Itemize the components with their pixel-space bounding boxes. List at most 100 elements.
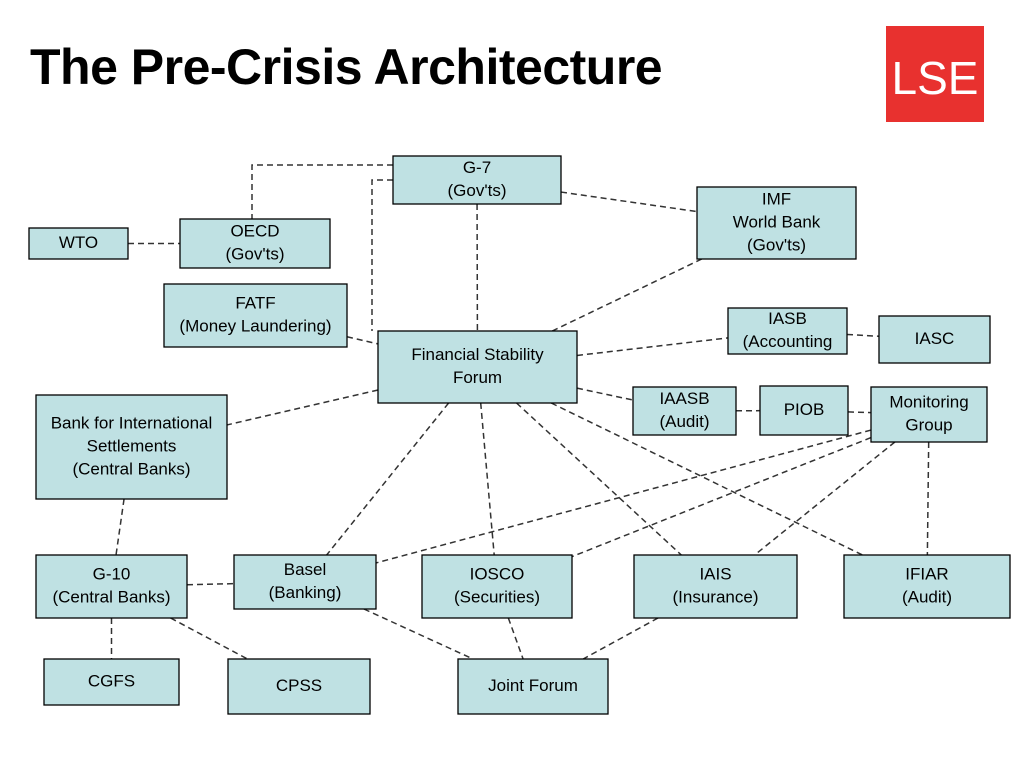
node-monitoring-group-label: Group xyxy=(905,415,952,434)
lse-logo: LSE xyxy=(886,26,984,122)
connector-mg-iais xyxy=(754,441,896,556)
node-cgfs: CGFS xyxy=(43,658,180,706)
node-iasc-box xyxy=(878,315,991,364)
connector-fsf-iais xyxy=(516,402,682,556)
node-g7-box xyxy=(392,155,562,205)
node-fatf: FATF (Money Laundering) xyxy=(163,283,348,348)
node-monitoring-group-box xyxy=(870,386,988,443)
node-imf-world-bank-box xyxy=(696,186,857,260)
node-basel-box xyxy=(233,554,377,610)
node-cpss-box xyxy=(227,658,371,715)
connector-iais-jf xyxy=(582,617,659,660)
node-wto-label: WTO xyxy=(59,233,98,252)
node-bis-label: (Central Banks) xyxy=(72,459,190,478)
node-iaasb-label: (Audit) xyxy=(659,412,709,431)
node-basel: Basel(Banking) xyxy=(233,554,377,610)
node-iaasb: IAASB (Audit) xyxy=(632,386,737,436)
connector-iosco-jf xyxy=(507,617,524,660)
node-oecd: OECD (Gov'ts) xyxy=(179,218,331,269)
node-iais-label: (Insurance) xyxy=(673,587,759,606)
node-iais: IAIS (Insurance) xyxy=(633,554,798,619)
connector-g7-oecd xyxy=(251,164,393,219)
node-piob: PIOB xyxy=(759,385,849,436)
node-piob-label: PIOB xyxy=(784,400,825,419)
node-g10-label: (Central Banks) xyxy=(52,587,170,606)
node-wto: WTO xyxy=(28,227,129,260)
slide-title: The Pre-Crisis Architecture xyxy=(30,39,663,95)
node-imf-world-bank: IMF World Bank (Gov'ts) xyxy=(696,186,857,260)
node-iasb-label: IASB xyxy=(768,309,807,328)
node-g10-box xyxy=(35,554,188,619)
node-joint-forum: Joint Forum xyxy=(457,658,609,715)
node-iasc: IASC xyxy=(878,315,991,364)
connector-fsf-iasb xyxy=(576,337,729,357)
node-basel-label: (Banking) xyxy=(269,583,342,602)
node-g7-label: G-7 xyxy=(463,158,491,177)
node-oecd-box xyxy=(179,218,331,269)
node-iaasb-label: IAASB xyxy=(659,389,709,408)
node-imf-world-bank-label: (Gov'ts) xyxy=(747,235,806,254)
node-iosco-label: (Securities) xyxy=(454,587,540,606)
node-g7: G-7 (Gov'ts) xyxy=(392,155,562,205)
connector-fsf-iaasb xyxy=(576,387,634,401)
node-cpss: CPSS xyxy=(227,658,371,715)
node-oecd-label: OECD xyxy=(230,221,279,240)
node-wto-box xyxy=(28,227,129,260)
connector-g7-imf xyxy=(560,191,698,213)
connector-lines xyxy=(110,164,930,660)
connector-mg-ifiar xyxy=(926,441,930,556)
connector-g10-cpss xyxy=(170,617,248,660)
logo-text: LSE xyxy=(892,52,979,104)
node-iosco-box xyxy=(421,554,573,619)
node-oecd-label: (Gov'ts) xyxy=(226,244,285,263)
node-iosco: IOSCO (Securities) xyxy=(421,554,573,619)
node-joint-forum-label: Joint Forum xyxy=(488,676,578,695)
connector-mg-basel xyxy=(375,429,872,564)
node-fatf-label: FATF xyxy=(235,293,275,312)
connector-fatf-fsf xyxy=(346,335,379,345)
diagram-nodes: G-7 (Gov'ts) IMF World Bank (Gov'ts) WTO OECD (… xyxy=(28,155,1011,715)
connector-mg-iosco xyxy=(571,436,872,558)
node-fatf-label: (Money Laundering) xyxy=(179,316,331,335)
node-financial-stability-forum-box xyxy=(377,330,578,404)
node-imf-world-bank-label: World Bank xyxy=(733,212,821,231)
node-iais-label: IAIS xyxy=(699,564,731,583)
connector-iasb-iasc xyxy=(846,333,880,338)
connector-fsf-ifiar xyxy=(550,402,863,556)
node-cgfs-label: CGFS xyxy=(88,671,135,690)
node-financial-stability-forum-label: Forum xyxy=(453,368,502,387)
node-iosco-label: IOSCO xyxy=(470,564,525,583)
node-g7-label: (Gov'ts) xyxy=(448,181,507,200)
node-bis-box xyxy=(35,394,228,500)
node-financial-stability-forum-label: Financial Stability xyxy=(411,345,544,364)
node-monitoring-group-label: Monitoring xyxy=(889,392,968,411)
node-g10-label: G-10 xyxy=(93,564,131,583)
connector-fsf-basel xyxy=(326,402,450,556)
node-bis-label: Settlements xyxy=(87,436,177,455)
connector-basel-jf xyxy=(363,608,474,660)
node-joint-forum-box xyxy=(457,658,609,715)
node-bis-label: Bank for International xyxy=(51,413,213,432)
node-iasb-box xyxy=(727,307,848,355)
node-g10: G-10 (Central Banks) xyxy=(35,554,188,619)
node-iasb: IASB (Accounting xyxy=(727,307,848,355)
node-iasc-label: IASC xyxy=(915,329,955,348)
node-piob-box xyxy=(759,385,849,436)
node-ifiar-box xyxy=(843,554,1011,619)
connector-fsf-iosco xyxy=(479,402,495,556)
node-iaasb-box xyxy=(632,386,737,436)
node-ifiar-label: IFIAR xyxy=(905,564,948,583)
node-iasb-label: (Accounting xyxy=(743,332,833,351)
node-cgfs-box xyxy=(43,658,180,706)
node-fatf-box xyxy=(163,283,348,348)
node-ifiar: IFIAR (Audit) xyxy=(843,554,1011,619)
node-iais-box xyxy=(633,554,798,619)
node-cpss-label: CPSS xyxy=(276,676,322,695)
node-ifiar-label: (Audit) xyxy=(902,587,952,606)
node-imf-world-bank-label: IMF xyxy=(762,189,791,208)
connector-g10-basel xyxy=(186,582,235,586)
